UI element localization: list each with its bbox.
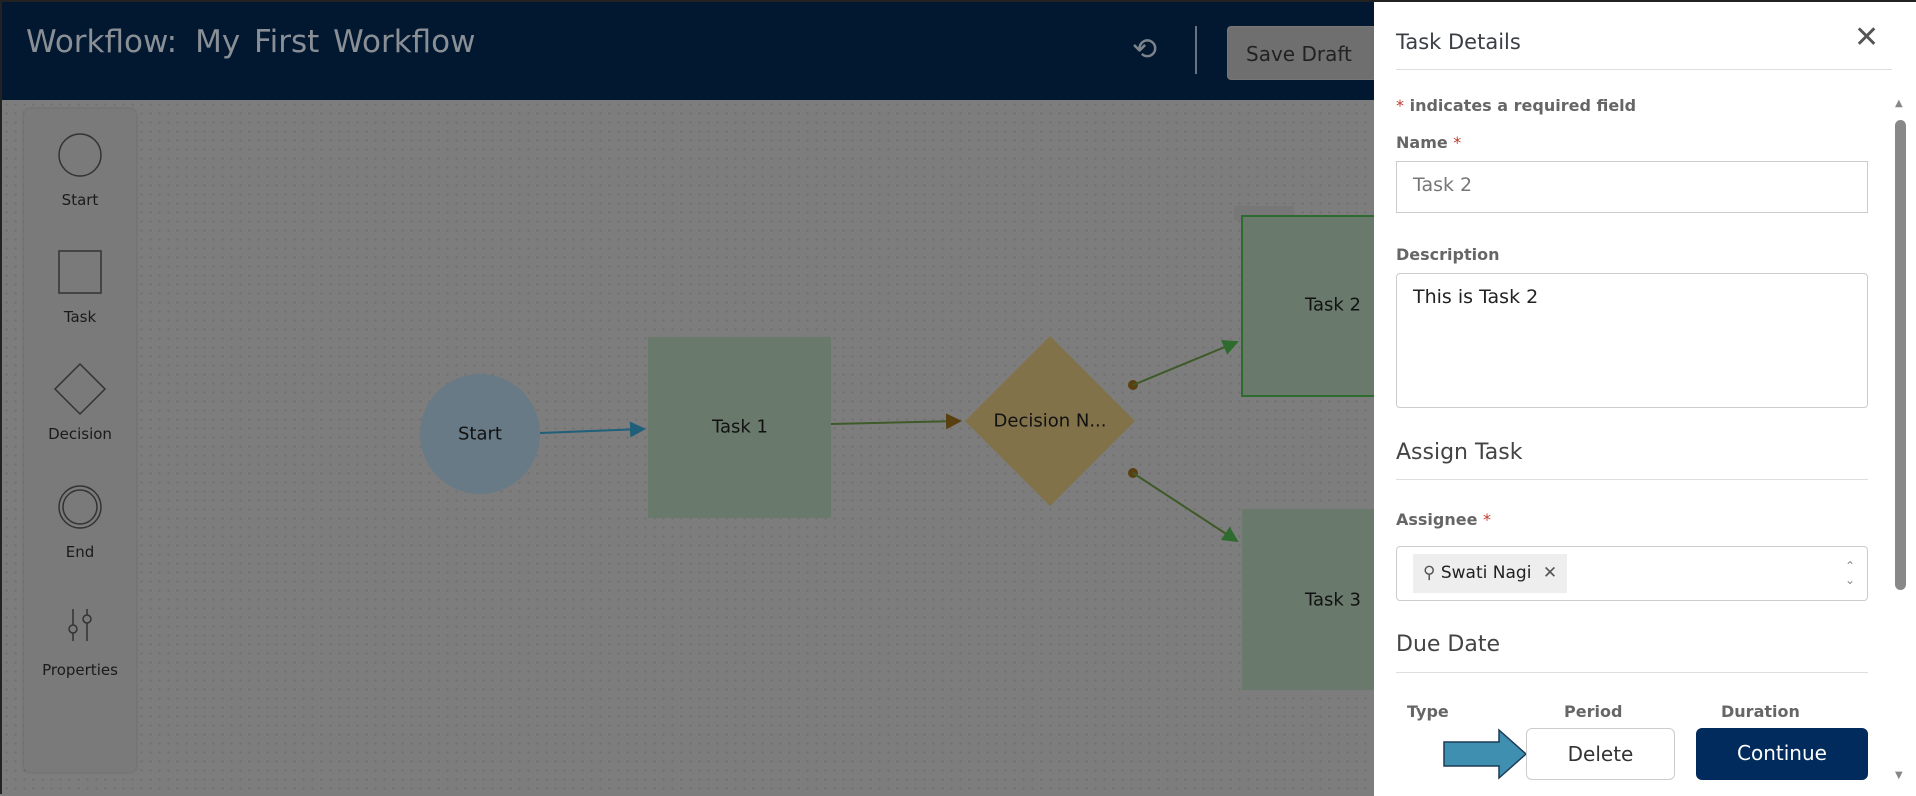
connector[interactable] <box>539 421 646 438</box>
double-circle-icon <box>24 481 136 533</box>
description-label: Description <box>1396 245 1500 264</box>
decision-label: Decision N... <box>993 410 1107 432</box>
palette-label: End <box>65 543 95 561</box>
start-node[interactable] <box>420 374 540 494</box>
type-label: Type <box>1407 702 1449 721</box>
workflow-name: My First Workflow <box>195 24 476 60</box>
divider <box>1396 479 1868 480</box>
name-label-text: Name <box>1396 133 1448 152</box>
user-icon: ⚲ <box>1423 563 1436 583</box>
assignee-label: Assignee * <box>1396 510 1491 529</box>
diamond-icon <box>24 362 136 416</box>
task-3-node[interactable] <box>1242 509 1374 690</box>
task-3-label: Task 3 <box>1304 589 1362 611</box>
due-date-heading: Due Date <box>1396 632 1500 657</box>
due-date-columns: Type Period Duration <box>1374 702 1894 724</box>
palette-properties[interactable]: Properties <box>24 599 136 679</box>
connector[interactable] <box>830 413 962 430</box>
required-marker: * <box>1483 510 1492 529</box>
circle-icon <box>24 129 136 181</box>
shape-palette: Start Task Decision End Properties <box>24 109 136 772</box>
square-icon <box>24 246 136 298</box>
name-label: Name * <box>1396 133 1461 152</box>
required-note-line: * indicates a required field <box>1396 96 1636 115</box>
workflow-canvas[interactable]: Start Task 1 Decision N... Task 2 Task 3 <box>2 100 1374 796</box>
palette-end[interactable]: End <box>24 481 136 561</box>
assignee-chip: ⚲ Swati Nagi ✕ <box>1413 554 1568 593</box>
divider <box>1396 69 1892 70</box>
remove-assignee-icon[interactable]: ✕ <box>1542 563 1558 583</box>
period-label: Period <box>1564 702 1623 721</box>
task-1-node[interactable] <box>648 337 831 518</box>
connector[interactable] <box>1132 472 1239 543</box>
palette-label: Task <box>63 308 97 326</box>
divider <box>1195 26 1197 74</box>
sliders-icon <box>24 599 136 651</box>
continue-button[interactable]: Continue <box>1696 728 1868 780</box>
refresh-icon[interactable]: ⟲ <box>1132 32 1158 67</box>
description-textarea[interactable]: This is Task 2 <box>1396 273 1868 408</box>
title-prefix: Workflow: <box>26 24 178 60</box>
palette-decision[interactable]: Decision <box>24 362 136 443</box>
task-1-label: Task 1 <box>711 416 769 438</box>
name-input[interactable]: Task 2 <box>1396 161 1868 213</box>
palette-label: Start <box>61 191 99 209</box>
diagram <box>420 206 1374 690</box>
assignee-select[interactable]: ⚲ Swati Nagi ✕ ⌃⌄ <box>1396 546 1868 601</box>
scroll-down-icon[interactable]: ▼ <box>1895 770 1903 781</box>
assign-task-heading: Assign Task <box>1396 440 1523 465</box>
required-marker: * <box>1396 96 1404 115</box>
start-label: Start <box>458 423 502 445</box>
connector[interactable] <box>1132 339 1239 386</box>
required-note: indicates a required field <box>1409 96 1637 115</box>
task-details-panel: Task Details <box>1374 2 1916 796</box>
workflow-title: Workflow: My First Workflow <box>26 24 494 60</box>
duration-label: Duration <box>1721 702 1800 721</box>
required-marker: * <box>1453 133 1462 152</box>
task-2-node[interactable] <box>1241 215 1374 397</box>
delete-button[interactable]: Delete <box>1526 728 1675 780</box>
palette-task[interactable]: Task <box>24 246 136 326</box>
close-icon[interactable]: ✕ <box>1854 20 1880 55</box>
assignee-name: Swati Nagi <box>1440 563 1532 583</box>
palette-label: Properties <box>42 661 118 679</box>
palette-start[interactable]: Start <box>24 129 136 209</box>
decision-node[interactable] <box>965 336 1135 506</box>
scroll-up-icon[interactable]: ▲ <box>1895 98 1903 109</box>
assignee-label-text: Assignee <box>1396 510 1478 529</box>
palette-label: Decision <box>48 425 112 443</box>
panel-title: Task Details <box>1396 30 1521 54</box>
task-2-label: Task 2 <box>1304 294 1362 316</box>
chevron-updown-icon[interactable]: ⌃⌄ <box>1844 559 1855 587</box>
divider <box>1396 672 1868 673</box>
pointer-arrow-icon <box>1443 728 1528 780</box>
scrollbar-thumb[interactable] <box>1895 120 1906 590</box>
